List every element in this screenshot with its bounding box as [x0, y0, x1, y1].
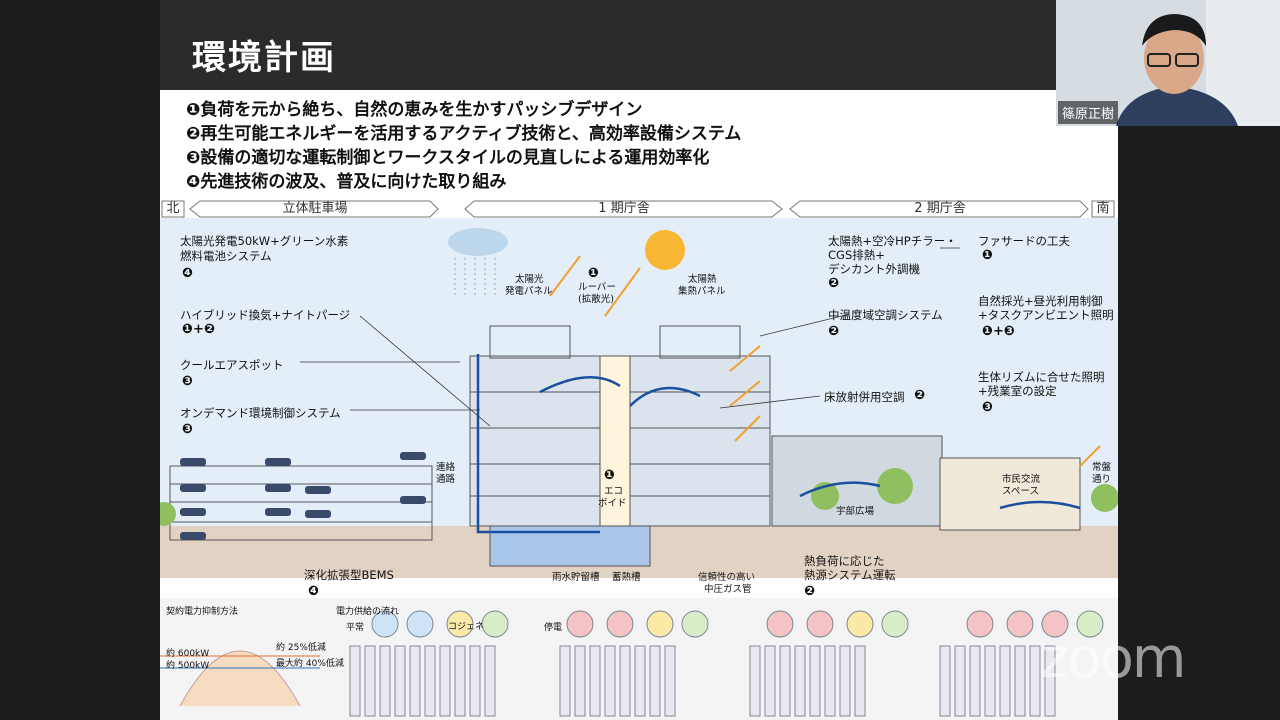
presentation-slide: 環境計画 ❶負荷を元から絶ち、自然の恵みを生かすパッシブデザイン ❷再生可能エネ…: [160, 0, 1118, 720]
participant-video-tile[interactable]: 篠原正樹: [1056, 0, 1280, 126]
contract-title: 契約電力抑制方法: [166, 607, 239, 617]
reduction-40: 最大約 40%低減: [276, 659, 344, 669]
power-flow-title: 電力供給の流れ: [336, 607, 400, 617]
label-solarhp-num: ❷: [828, 276, 840, 291]
label-hybrid-num: ❶+❷: [182, 322, 215, 337]
label-citizen1: 市民交流: [1002, 474, 1041, 485]
participant-name: 篠原正樹: [1058, 101, 1119, 124]
label-daylight-num: ❶+❸: [982, 324, 1015, 339]
slide-title: 環境計画: [192, 38, 336, 78]
strip-arrow-parking: [189, 200, 439, 218]
label-rhythm2: +残業室の設定: [978, 384, 1057, 398]
label-facade-num: ❶: [982, 248, 994, 263]
label-renraku2: 通路: [436, 474, 456, 485]
strip-phase2: 2 期庁舎: [914, 201, 966, 216]
label-rhythm-num: ❸: [982, 400, 994, 415]
strip-parking: 立体駐車場: [282, 201, 348, 216]
participant-video-graphics: [1056, 0, 1280, 126]
rain-icon: [454, 258, 496, 296]
diagram-graphics: [160, 200, 1118, 720]
label-midtemp-num: ❷: [828, 324, 840, 339]
south-box: [1091, 200, 1115, 218]
label-solarhp1: 太陽熱+空冷HPチラー・: [828, 234, 957, 248]
label-plaza: 宇部広場: [836, 506, 875, 517]
phase2-building: [771, 435, 1081, 531]
cogen-label: コジェネ: [448, 622, 485, 632]
bullet-item: ❸設備の適切な運転制御とワークスタイルの見直しによる運用効率化: [186, 148, 710, 168]
sunlight-arrows: [549, 255, 1101, 467]
label-gas1: 信頼性の高い: [698, 572, 756, 583]
label-gas2: 中圧ガス管: [704, 584, 752, 595]
bullet-item: ❶負荷を元から絶ち、自然の恵みを生かすパッシブデザイン: [186, 100, 643, 120]
label-street1: 常盤: [1092, 462, 1112, 473]
label-pv2: 発電パネル: [505, 286, 553, 297]
label-heat1: 太陽熱: [688, 274, 717, 285]
label-heatload-num: ❷: [804, 584, 816, 599]
label-pv1: 太陽光: [515, 274, 544, 285]
sun-icon: [645, 230, 685, 270]
label-daylight2: +タスクアンビエント照明: [978, 308, 1114, 322]
strip-arrow-phase2: [789, 200, 1089, 218]
label-citizen2: スペース: [1002, 486, 1039, 497]
strip-arrow-phase1: [464, 200, 783, 218]
label-bems-num: ❹: [308, 584, 320, 599]
slide-header: 環境計画: [160, 0, 1118, 90]
label-heatload2: 熱源システム運転: [804, 568, 896, 582]
reduction-25: 約 25%低減: [276, 643, 326, 653]
label-street2: 通り: [1092, 474, 1112, 485]
label-ondemand-num: ❸: [182, 422, 194, 437]
parking-structure: [169, 465, 433, 541]
cloud-icon: [448, 228, 508, 256]
kw-600: 約 600kW: [166, 649, 210, 659]
label-thermal: 蓄熱槽: [612, 572, 641, 583]
bullet-item: ❷再生可能エネルギーを活用するアクティブ技術と、高効率設備システム: [186, 124, 742, 144]
building-section-diagram: 北 立体駐車場 1 期庁舎 2 期庁舎 南 太陽光発電50kW+グリーン水素 燃…: [160, 196, 1118, 720]
label-renraku1: 連絡: [436, 462, 456, 473]
label-rhythm1: 生体リズムに合せた照明: [978, 370, 1105, 384]
label-floor: 床放射併用空調: [824, 390, 905, 404]
label-solarhp3: デシカント外調機: [828, 262, 920, 276]
label-solar: 太陽光発電50kW+グリーン水素: [180, 234, 349, 248]
label-daylight1: 自然採光+昼光利用制御: [978, 294, 1103, 308]
bullet-list: ❶負荷を元から絶ち、自然の恵みを生かすパッシブデザイン ❷再生可能エネルギーを活…: [186, 98, 1086, 194]
tree-icons: [160, 468, 1118, 526]
mode-flat: 平常: [346, 623, 365, 633]
label-cool: クールエアスポット: [180, 358, 284, 372]
label-eco-num: ❶: [604, 468, 616, 483]
leader-lines: [300, 247, 960, 427]
label-ondemand: オンデマンド環境制御システム: [180, 406, 341, 420]
strip-south: 南: [1096, 201, 1110, 216]
zoom-watermark: zoom: [1040, 626, 1186, 691]
label-facade: ファサードの工夫: [978, 234, 1070, 248]
bullet-item: ❹先進技術の波及、普及に向けた取り組み: [186, 172, 507, 192]
strip-phase1: 1 期庁舎: [598, 201, 650, 216]
airflow-arrows: [476, 354, 1081, 534]
power-source-circles: [371, 610, 1104, 638]
power-flow-columns: [349, 645, 1056, 717]
contract-curve: [179, 650, 301, 707]
strip-north: 北: [166, 201, 180, 216]
mode-outage: 停電: [544, 623, 563, 633]
label-louver1: ルーバー: [578, 282, 616, 293]
label-solar2: 燃料電池システム: [180, 249, 272, 263]
label-eco2: ボイド: [598, 498, 627, 509]
label-eco1: エコ: [604, 486, 624, 497]
label-heatload1: 熱負荷に応じた: [804, 554, 885, 568]
label-rain: 雨水貯留槽: [552, 572, 600, 583]
label-louver2: (拡散光): [578, 294, 614, 305]
label-cool-num: ❸: [182, 374, 194, 389]
label-midtemp: 中温度域空調システム: [828, 308, 943, 322]
label-bems: 深化拡張型BEMS: [304, 568, 394, 582]
label-heat2: 集熱パネル: [678, 286, 726, 297]
phase1-building: [469, 325, 771, 527]
label-hybrid: ハイブリッド換気+ナイトパージ: [180, 308, 351, 322]
car-icons: [180, 452, 426, 540]
label-solarhp2: CGS排熱+: [828, 248, 885, 262]
label-solar-num: ❹: [182, 266, 194, 281]
label-louver-num: ❶: [588, 266, 600, 281]
label-floor-num: ❷: [914, 388, 926, 403]
north-box: [161, 200, 185, 218]
kw-500: 約 500kW: [166, 661, 210, 671]
